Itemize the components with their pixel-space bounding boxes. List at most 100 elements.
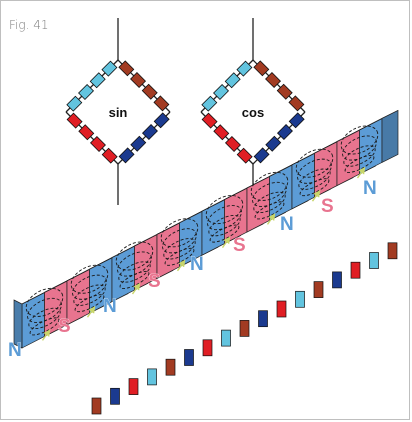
resistor-element [153,95,170,112]
block-front-face [111,245,135,303]
sensor-element [276,300,287,318]
field-line [250,171,289,201]
bridges: sin cos [65,18,306,205]
field-line [205,195,244,225]
sensor-element [165,358,176,376]
sensor-element [387,242,398,260]
field-arrow [356,166,366,179]
field-line [298,168,331,190]
sensor-element [239,320,250,337]
sensor-element [184,349,194,366]
field-line [73,284,106,306]
resistor-element [265,135,282,152]
sensor-element [110,387,120,405]
resistor-element [118,147,135,164]
resistor-element [201,95,218,112]
sensor-element [332,271,342,289]
sensor-element [221,329,231,347]
resistor-element [141,83,158,100]
block-front-face [336,129,360,187]
resistor-element [101,60,118,77]
bridge-label: sin [109,105,128,120]
block-front-face [291,152,315,210]
sensor-element [313,281,324,298]
magnet-array [13,109,399,349]
pole-label-n: N [363,178,377,199]
field-line [162,228,197,254]
resistor-element [213,83,230,100]
sensor-strip [91,242,398,415]
resistor-element [224,135,241,152]
pole-label-n: N [280,214,294,235]
sensor-element [258,310,268,328]
field-line [252,181,287,207]
resistor-element [288,95,305,112]
bridge-label: cos [242,105,264,120]
sensor-element [147,368,157,386]
pole-label-n: N [8,340,22,361]
field-line [340,125,379,155]
sensor-element [202,339,213,357]
resistor-element [276,83,293,100]
field-line [28,307,61,330]
resistor-element [236,147,253,164]
block-front-face [246,175,270,233]
field-line [297,158,332,184]
magnet-end-face [13,299,23,349]
field-arrow [266,213,276,225]
field-line [118,261,151,283]
field-line [208,214,241,237]
resistor-element [101,147,118,164]
field-line [115,241,154,271]
sensor-element [91,397,102,415]
resistor-element [118,60,135,77]
resistor-element [130,72,147,89]
resistor-element [201,112,218,129]
bridge-sin: sin [65,18,171,205]
sensor-element [128,378,139,395]
resistor-element [276,124,293,141]
field-arrow [221,236,231,249]
field-line [207,205,242,231]
field-line [72,274,107,300]
resistor-element [130,135,147,152]
field-arrow [311,190,321,202]
pole-label-n: N [190,254,204,275]
sensor-element [350,261,361,279]
pole-label-s: S [148,271,161,292]
field-line [160,218,199,248]
sensor-element [369,252,379,269]
block-front-face [201,199,225,256]
resistor-element [213,124,230,141]
block-side-face [381,109,399,163]
field-line [117,251,152,277]
field-line [70,264,109,294]
field-line [295,148,334,178]
pole-label-s: S [321,196,334,217]
pole-label-s: S [58,316,71,337]
field-arrow [41,329,51,341]
field-arrow [131,282,141,295]
resistor-element [224,72,241,89]
resistor-element [288,112,305,129]
pole-labels: N S N S N S N S N [8,178,377,362]
field-arrow [86,306,96,318]
resistor-element [66,95,83,112]
pole-label-n: N [103,296,117,317]
resistor-element [66,112,83,129]
field-line [253,191,286,214]
resistor-element [89,135,106,152]
resistor-element [236,60,253,77]
resistor-element [89,72,106,89]
sensor-element [295,290,305,308]
field-line [27,297,62,323]
resistor-element [141,124,158,141]
field-line [25,287,64,317]
field-line [342,135,377,161]
pole-label-s: S [233,235,246,256]
resistor-element [265,72,282,89]
block-front-face [21,291,45,349]
resistor-element [253,60,270,77]
